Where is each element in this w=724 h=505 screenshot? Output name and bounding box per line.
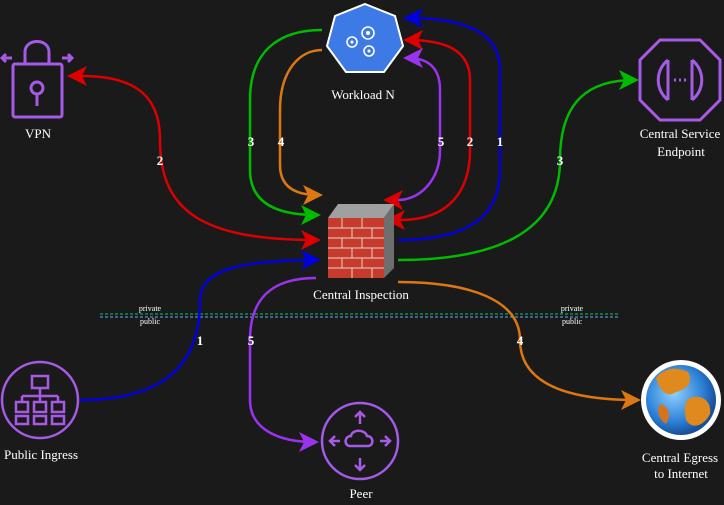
vpn-node[interactable]: VPN [0,40,75,142]
vpn-label: VPN [25,126,52,141]
flow-number-3-workload: 3 [248,134,255,149]
flow-number-3-service: 3 [557,153,564,168]
zone-label-public-left: public [140,317,160,326]
endpoint-icon [638,38,722,122]
zone-boundary: private public private public [100,304,620,326]
flow-1-workload-path [397,8,502,242]
flow-3-workload-path [248,28,323,225]
peer-node[interactable]: Peer [320,401,400,501]
flow-numbers: 1 1 2 2 3 3 4 4 5 5 [157,134,564,348]
firewall-label: Central Inspection [313,287,409,302]
flow-1-ingress-path [79,250,321,402]
hierarchy-icon [0,360,80,440]
kubernetes-icon [325,2,405,73]
firewall-icon [328,204,394,278]
flow-4-egress-path [397,280,641,410]
zone-label-private-right: private [561,304,584,313]
public-ingress-node[interactable]: Public Ingress [0,360,80,462]
firewall-node[interactable]: Central Inspection [313,204,409,302]
central-service-label-line2: Endpoint [657,144,705,159]
central-service-label-line1: Central Service [640,126,721,141]
flow-number-1-workload: 1 [497,134,504,149]
flow-number-5-peer: 5 [248,333,255,348]
flow-number-2-workload: 2 [467,134,474,149]
egress-label-line2: to Internet [654,466,708,481]
flow-number-4-workload: 4 [278,134,285,149]
peer-label: Peer [349,486,373,501]
zone-label-private-left: private [139,304,162,313]
flow-5-workload-path [383,48,442,210]
flow-2-vpn-path [67,66,321,250]
flow-number-1-ingress: 1 [197,333,204,348]
egress-node[interactable]: Central Egress to Internet [641,360,721,481]
public-ingress-label: Public Ingress [4,447,78,462]
flow-4-workload-path [278,48,323,205]
globe-icon [641,360,721,440]
flow-5-peer-path [248,276,319,452]
workload-label: Workload N [331,87,395,102]
flow-edges [67,8,641,452]
central-service-node[interactable]: Central Service Endpoint [638,38,722,159]
workload-node[interactable]: Workload N [325,2,405,102]
flow-3-service-path [397,70,639,262]
egress-label-line1: Central Egress [642,450,718,465]
flow-number-2-vpn: 2 [157,153,164,168]
flow-number-4-egress: 4 [517,333,524,348]
zone-label-public-right: public [562,317,582,326]
flow-2-workload-path [385,30,472,230]
router-icon [320,401,400,481]
lock-icon [0,40,75,119]
flow-number-5-workload: 5 [438,134,445,149]
